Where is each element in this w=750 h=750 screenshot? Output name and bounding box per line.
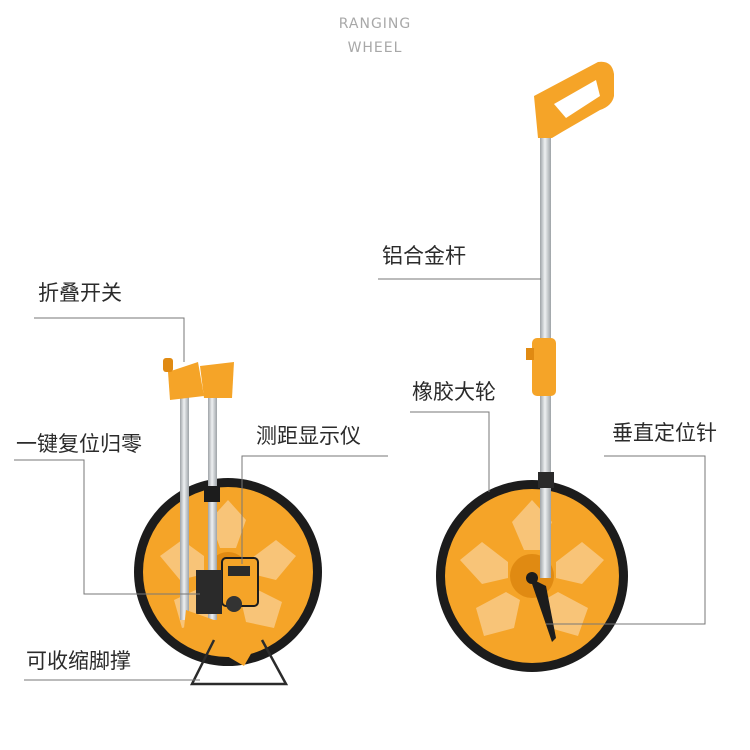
label-aluminum-rod: 铝合金杆 xyxy=(382,244,466,268)
left-rod-b xyxy=(208,388,217,620)
leader-rubber-wheel xyxy=(410,411,490,492)
label-reset-button: 一键复位归零 xyxy=(16,432,142,456)
folded-wheel xyxy=(134,358,322,686)
label-vertical-pin: 垂直定位针 xyxy=(612,421,717,445)
leader-fold-switch xyxy=(34,317,185,362)
fold-joint xyxy=(532,338,556,396)
leader-display xyxy=(241,455,388,564)
page-title-line2: WHEEL xyxy=(347,40,403,56)
mechanism-block xyxy=(196,570,222,614)
label-fold-switch: 折叠开关 xyxy=(38,281,122,305)
kickstand-body xyxy=(184,610,252,666)
fold-switch-part xyxy=(168,362,204,400)
vertical-pin xyxy=(530,578,556,642)
left-rod-a xyxy=(180,388,189,620)
label-distance-display: 测距显示仪 xyxy=(256,424,361,448)
leader-vertical-pin xyxy=(546,455,706,625)
label-rubber-wheel: 橡胶大轮 xyxy=(412,380,496,404)
handle-top-part xyxy=(200,362,234,398)
leader-lines xyxy=(14,278,706,681)
label-folding-stand: 可收缩脚撑 xyxy=(26,649,131,673)
unfolded-wheel xyxy=(436,61,628,672)
kickstand-wire xyxy=(189,639,289,686)
leader-reset-button xyxy=(14,459,200,595)
counter-screen xyxy=(228,566,250,576)
page-title-line1: RANGING xyxy=(338,16,412,32)
